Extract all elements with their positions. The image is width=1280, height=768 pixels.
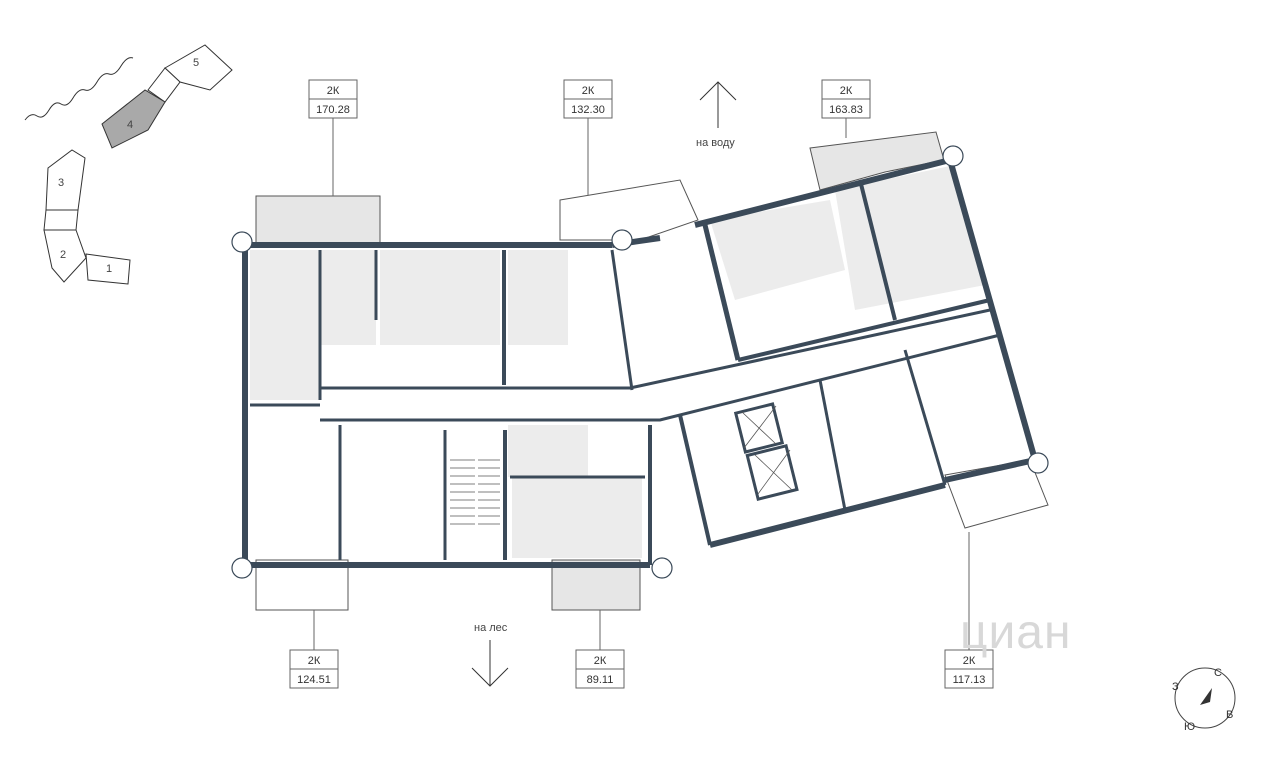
wall-rb-div [818, 379, 847, 511]
room-u5-living [512, 478, 642, 558]
callout-u5[interactable]: 2К 89.11 [575, 649, 625, 689]
site-building-label-3: 3 [58, 177, 64, 189]
unit-area-u5: 89.11 [587, 674, 614, 686]
wall-u3-mid [858, 179, 897, 321]
elevator-1-x-b [743, 405, 777, 449]
river-line [24, 57, 134, 121]
compass-north: С [1214, 667, 1222, 679]
site-building-4[interactable] [101, 89, 166, 149]
balconies [255, 131, 1049, 611]
site-building-label-2: 2 [60, 249, 66, 261]
unit-type-u1: 2К [327, 85, 340, 97]
corridor-top [320, 308, 991, 390]
callout-u4[interactable]: 2К 124.51 [289, 649, 339, 689]
unit-type-u5: 2К [594, 655, 607, 667]
compass: С В Ю З [1172, 667, 1236, 733]
watermark: циан [960, 606, 1072, 659]
elevator-marks [741, 405, 793, 495]
wall-u3-left [702, 224, 741, 361]
callout-u1[interactable]: 2К 170.28 [308, 79, 358, 119]
elevator-1 [733, 402, 785, 454]
unit-area-u2: 132.30 [571, 104, 605, 116]
corridor-bottom [320, 333, 1001, 422]
unit-type-u2: 2К [582, 85, 595, 97]
room-u1-living [250, 250, 320, 400]
wall-top-right [694, 157, 951, 228]
wall-right [947, 159, 1038, 461]
compass-west: З [1172, 681, 1179, 693]
balcony-u1 [255, 195, 381, 245]
site-building-label-1: 1 [106, 263, 112, 275]
site-building-label-4: 4 [127, 119, 133, 131]
balcony-u5 [551, 559, 641, 611]
wall-u2-right [610, 249, 634, 391]
balcony-u2 [559, 179, 699, 241]
room-u3-bedroom [835, 165, 985, 310]
site-building-3[interactable] [45, 149, 86, 211]
wall-rb-div2 [903, 349, 947, 486]
main-stair [450, 459, 500, 525]
direction-forest: на лес [471, 622, 509, 687]
label-to-forest: на лес [474, 622, 508, 634]
compass-south: Ю [1184, 721, 1195, 733]
unit-type-u4: 2К [308, 655, 321, 667]
site-building-connector [147, 67, 181, 103]
wall-u3-bottom [737, 298, 991, 362]
site-building-2[interactable] [43, 229, 87, 283]
arrow-down-head-icon [471, 667, 509, 687]
unit-area-u6: 117.13 [953, 674, 986, 686]
wall-bottom-right-wing [709, 482, 946, 548]
site-building-1[interactable] [85, 253, 131, 285]
site-building-label-5: 5 [193, 57, 199, 69]
room-u3-living [710, 200, 845, 300]
room-u1-bedroom [380, 250, 500, 345]
callout-u6[interactable]: 2К 117.13 [944, 649, 994, 689]
balcony-u4 [255, 559, 349, 611]
unit-area-u4: 124.51 [297, 674, 331, 686]
building-walls [242, 157, 1038, 568]
corner-columns [231, 145, 1049, 579]
callout-u2[interactable]: 2К 132.30 [563, 79, 613, 119]
elevator-2-x-b [757, 449, 791, 495]
arrow-up-head-icon [699, 81, 737, 101]
wall-bottom-right [944, 457, 1036, 483]
room-u1-hall [320, 250, 376, 345]
compass-arrow-icon [1200, 688, 1212, 705]
site-plan: 5 4 3 2 1 [24, 44, 233, 285]
unit-area-u1: 170.28 [316, 104, 350, 116]
unit-area-u3: 163.83 [829, 104, 863, 116]
callout-u3[interactable]: 2К 163.83 [821, 79, 871, 119]
elevator-2 [745, 443, 799, 501]
room-u2-hall [508, 250, 568, 345]
direction-water: на воду [696, 81, 737, 149]
wall-rb-left [678, 414, 712, 546]
unit-type-u3: 2К [840, 85, 853, 97]
compass-east: В [1226, 709, 1233, 721]
room-u5-hall [508, 425, 588, 477]
label-to-water: на воду [696, 137, 735, 149]
unit-type-u6: 2К [963, 655, 976, 667]
unit-callouts: 2К 170.28 2К 132.30 2К 163.83 2К 124.51 [289, 79, 994, 689]
site-building-connector-2 [43, 209, 79, 231]
room-fills [250, 165, 985, 558]
